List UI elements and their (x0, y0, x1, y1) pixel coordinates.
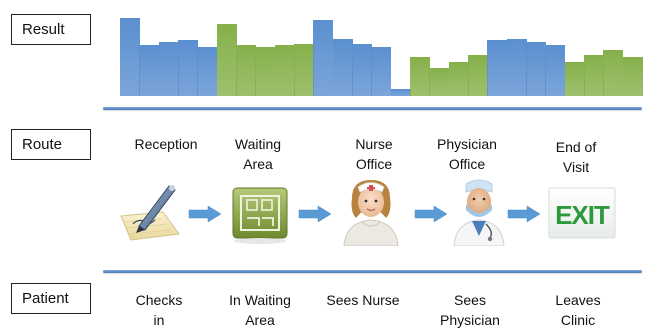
nurse-icon (343, 180, 399, 246)
step-title-waiting-area-text: Waiting Area (234, 136, 282, 172)
signal-bar-green (429, 68, 450, 96)
signal-bar-green (216, 23, 237, 96)
step-title-physician-office-text: Physician Office (437, 136, 497, 172)
signal-bar-blue (487, 40, 508, 96)
signal-bar-blue (139, 45, 160, 96)
signal-bar-green (294, 43, 314, 96)
step-title-nurse-office-text: Nurse Office (355, 136, 393, 172)
signal-bar-blue (371, 46, 392, 96)
result-signal-strip (120, 14, 643, 96)
step-title-reception: Reception (134, 136, 198, 152)
signal-bar-green (448, 61, 469, 96)
signal-bar-blue (390, 89, 411, 96)
signal-bar-green (410, 56, 430, 96)
row-label-result: Result (11, 14, 91, 45)
waiting-room-icon (232, 187, 288, 244)
signal-bar-blue (506, 38, 527, 96)
signal-bar-green (564, 61, 585, 96)
step-caption-in-waiting-area-text: In Waiting Area (229, 292, 291, 328)
exit-sign-text: EXIT (555, 200, 610, 230)
step-caption-checks-in: Checks in (112, 290, 206, 330)
row-label-route: Route (11, 129, 91, 160)
arrow-right-icon (298, 205, 332, 223)
step-title-nurse-office: Nurse Office (327, 134, 421, 174)
signal-bar-blue (545, 45, 566, 96)
step-caption-sees-nurse: Sees Nurse (326, 292, 400, 308)
step-title-physician-office: Physician Office (412, 134, 522, 174)
step-caption-checks-in-text: Checks in (135, 292, 183, 328)
signal-bar-blue (313, 19, 334, 96)
signal-bar-green (584, 55, 604, 96)
physician-icon (453, 179, 505, 246)
divider-line (103, 270, 642, 273)
pen-signing-icon (120, 185, 180, 241)
step-title-end-of-visit-text: End of Visit (555, 139, 597, 175)
arrow-right-icon (507, 205, 541, 223)
exit-sign-icon: EXIT (548, 187, 616, 239)
signal-bar-green (236, 45, 256, 96)
arrow-right-icon (414, 205, 448, 223)
signal-bar-blue (332, 38, 353, 96)
signal-bar-green (255, 46, 276, 96)
step-caption-leaves-clinic-text: Leaves Clinic (555, 292, 601, 328)
signal-bar-blue (352, 43, 372, 96)
signal-bar-green (622, 56, 643, 96)
step-caption-in-waiting-area: In Waiting Area (214, 290, 306, 330)
signal-bar-blue (120, 18, 140, 96)
step-caption-sees-physician: Sees Physician (418, 290, 522, 330)
step-title-waiting-area: Waiting Area (213, 134, 303, 174)
divider-line (103, 107, 642, 110)
signal-bar-green (603, 50, 624, 96)
row-label-patient: Patient (11, 283, 91, 314)
signal-bar-green (468, 55, 488, 96)
step-caption-leaves-clinic: Leaves Clinic (533, 290, 623, 330)
signal-bar-blue (197, 46, 218, 96)
step-caption-sees-physician-text: Sees Physician (440, 292, 500, 328)
signal-bar-green (274, 45, 295, 96)
step-title-end-of-visit: End of Visit (530, 137, 622, 177)
arrow-right-icon (188, 205, 222, 223)
signal-bar-blue (526, 41, 546, 96)
signal-bar-blue (158, 41, 179, 96)
signal-bar-blue (178, 40, 198, 96)
